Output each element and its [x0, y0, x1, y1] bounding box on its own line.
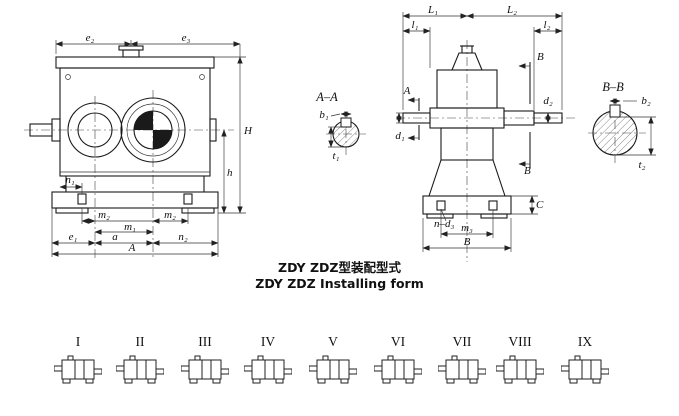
dim-label-n-d3: n–d₃ [434, 218, 455, 230]
section-bb-view: B–B b₂ t₂ [588, 80, 656, 171]
front-housing-outline [29, 45, 219, 214]
dim-label-l1: l₁ [412, 19, 419, 31]
plane-label-A: A [403, 85, 411, 97]
section-bb-dimensions [609, 98, 656, 156]
shaft-section-bb [592, 110, 638, 156]
dim-label-n2: n₂ [178, 231, 188, 243]
plane-label-B-top: B [537, 51, 544, 63]
dim-label-d2: d₂ [543, 95, 553, 107]
dim-label-a: a [112, 231, 118, 243]
dim-label-n1: n₁ [65, 174, 75, 186]
dim-label-m1: m₁ [124, 221, 136, 233]
variant-item-9: IX [561, 334, 609, 387]
dim-label-e3: e₃ [182, 32, 191, 44]
section-aa-dimensions [328, 111, 352, 148]
dim-label-b1: b₁ [319, 109, 329, 121]
gearbox-assembly-drawing: e₂ e₃ H h n₁ m₂ m₂ m₁ e₁ a n₂ A A–A [24, 4, 656, 262]
dim-label-m2-right: m₂ [164, 209, 176, 221]
variant-label: IV [260, 334, 276, 349]
caption-english: ZDY ZDZ Installing form [255, 276, 424, 291]
variant-label: VI [390, 334, 406, 349]
mini-gearbox-icon [561, 353, 609, 387]
variant-item-4: IV [244, 334, 292, 387]
dim-label-e1: e₁ [69, 231, 78, 243]
variant-item-1: I [54, 334, 102, 387]
mini-gearbox-icon [181, 353, 229, 387]
caption: ZDY ZDZ型装配型式 ZDY ZDZ Installing form [0, 260, 679, 292]
dim-label-h: h [227, 167, 233, 179]
variant-item-2: II [116, 334, 164, 387]
section-bb-title: B–B [602, 80, 624, 94]
mini-gearbox-icon [438, 353, 486, 387]
dim-label-H: H [243, 125, 253, 137]
variant-label: VII [452, 334, 472, 349]
dim-label-A: A [128, 242, 136, 254]
front-view: e₂ e₃ H h n₁ m₂ m₂ m₁ e₁ a n₂ A [24, 32, 253, 258]
variant-label: I [75, 334, 81, 349]
front-dimensions [51, 40, 246, 257]
variant-label: V [328, 334, 338, 349]
variant-item-6: VI [374, 334, 422, 387]
keyway-bb [609, 104, 621, 118]
mini-gearbox-icon [309, 353, 357, 387]
dim-label-C: C [536, 199, 544, 211]
section-aa-view: A–A b₁ t₁ [315, 90, 366, 162]
keyway-aa [340, 117, 352, 128]
mini-gearbox-icon [54, 353, 102, 387]
mini-gearbox-icon [496, 353, 544, 387]
variant-item-8: VIII [496, 334, 544, 387]
variant-item-3: III [181, 334, 229, 387]
variant-label: II [135, 334, 145, 349]
dim-label-B-base: B [464, 236, 471, 248]
dim-label-L1: L₁ [427, 4, 438, 16]
variant-label: III [198, 334, 212, 349]
dim-label-m3: m₃ [461, 222, 473, 234]
variant-label: IX [577, 334, 593, 349]
dim-label-d1: d₁ [395, 130, 405, 142]
dim-label-e2: e₂ [86, 32, 95, 44]
mini-gearbox-icon [244, 353, 292, 387]
mini-gearbox-icon [374, 353, 422, 387]
dim-label-t1: t₁ [333, 150, 340, 162]
caption-chinese: ZDY ZDZ型装配型式 [278, 260, 401, 275]
side-dimensions [396, 12, 563, 252]
side-view: L₁ L₂ l₁ l₂ A B B d₁ d₂ C n–d₃ m₃ B [395, 4, 576, 262]
dim-label-b2: b₂ [641, 95, 651, 107]
variant-item-7: VII [438, 334, 486, 387]
variants-row: I II III IV V VI VII VIII [0, 334, 679, 412]
section-aa-title: A–A [315, 90, 338, 104]
dim-label-m2-left: m₂ [98, 209, 110, 221]
mini-gearbox-icon [116, 353, 164, 387]
side-housing-outline [402, 45, 563, 219]
dim-label-L2: L₂ [506, 4, 517, 16]
dim-label-l2: l₂ [544, 19, 551, 31]
gear-centroid-symbol [134, 111, 172, 149]
variant-item-5: V [309, 334, 357, 387]
dim-label-t2: t₂ [639, 159, 646, 171]
plane-label-B-bottom: B [524, 165, 531, 177]
variant-label: VIII [508, 334, 532, 349]
front-housing-details [60, 74, 210, 173]
